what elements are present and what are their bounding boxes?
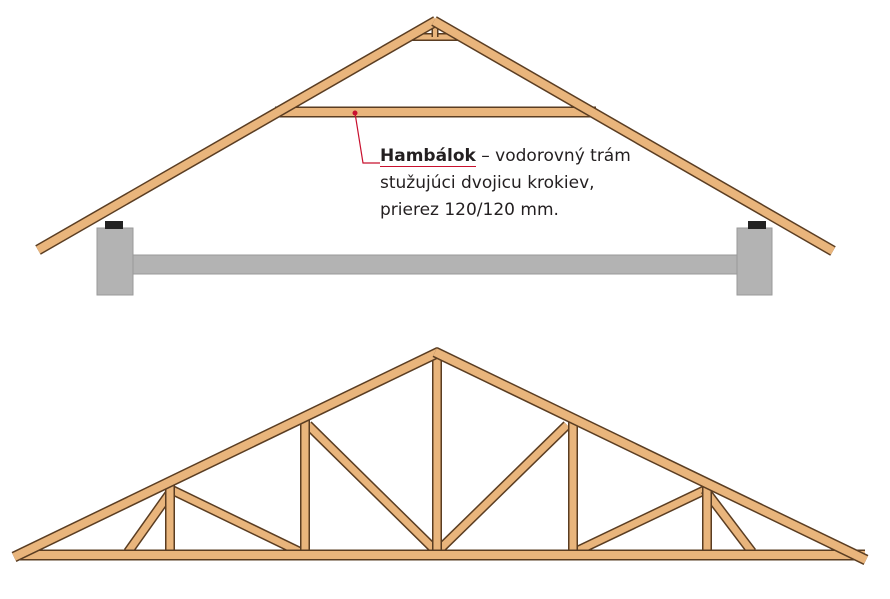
wall-plate-left <box>105 221 123 229</box>
web-diagonal <box>572 485 708 557</box>
web-diagonal <box>304 421 441 556</box>
web-diagonal <box>433 421 571 556</box>
wall-plate-right <box>748 221 766 229</box>
annotation-line1: – vodorovný trám <box>475 146 631 166</box>
w-truss <box>11 347 869 565</box>
leader-line <box>352 110 380 164</box>
collar-beam-annotation: Hambálok – vodorovný trám stužujúci dvoj… <box>380 143 631 224</box>
top-chord-left <box>11 347 442 562</box>
top-chord-right <box>432 347 869 565</box>
rafter-right <box>431 16 836 256</box>
web-diagonal <box>701 486 756 556</box>
web-diagonal <box>169 485 303 557</box>
annotation-term: Hambálok <box>380 146 476 166</box>
rafter-left <box>35 16 439 255</box>
collar-beam-truss <box>35 16 836 256</box>
annotation-line2: stužujúci dvojicu krokiev, <box>380 173 595 193</box>
annotation-line3: prierez 120/120 mm. <box>380 200 559 220</box>
concrete-wall-and-ceiling <box>96 221 773 296</box>
web-diagonal <box>123 487 177 555</box>
